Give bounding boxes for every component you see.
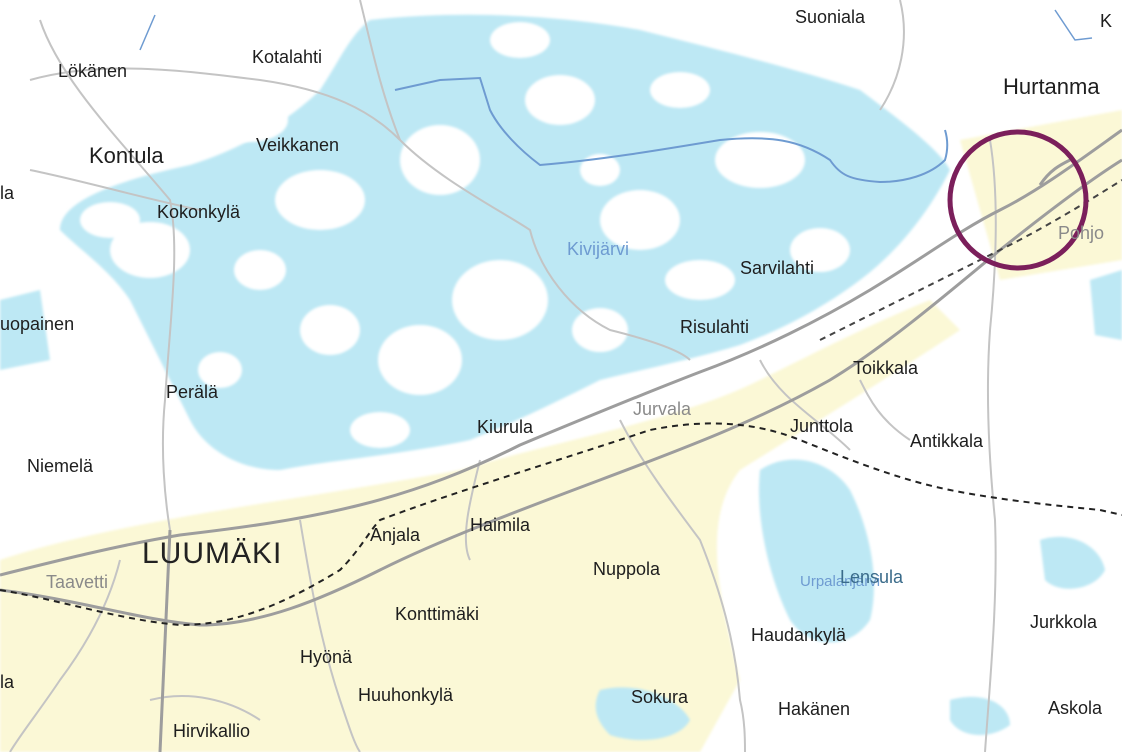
place-label-konttimaki[interactable]: Konttimäki	[395, 604, 480, 624]
place-label-huuhonkyla[interactable]: Huuhonkylä	[358, 685, 454, 705]
place-label-sarvilahti[interactable]: Sarvilahti	[740, 258, 815, 278]
town-label-luumaki[interactable]: LUUMÄKI	[142, 537, 283, 570]
place-label-hurtanma[interactable]: Hurtanma	[1003, 74, 1100, 99]
place-label-risulahti[interactable]: Risulahti	[680, 317, 750, 337]
river	[394, 76, 949, 184]
place-label-uopainen[interactable]: uopainen	[0, 314, 75, 334]
place-label-suoniala[interactable]: Suoniala	[795, 7, 866, 27]
place-label-junttola[interactable]: Junttola	[790, 416, 854, 436]
place-label-toikkala[interactable]: Toikkala	[853, 358, 919, 378]
place-label-taavetti[interactable]: Taavetti	[46, 572, 109, 592]
place-label-jurvala[interactable]: Jurvala	[633, 399, 692, 419]
river-top-right	[1054, 9, 1093, 41]
place-label-kotalahti[interactable]: Kotalahti	[252, 47, 323, 67]
land-patches	[80, 22, 850, 448]
place-label-nuppola[interactable]: Nuppola	[593, 559, 661, 579]
place-label-antikkala[interactable]: Antikkala	[910, 431, 984, 451]
place-label-veikkanen[interactable]: Veikkanen	[256, 135, 340, 155]
lake-label-kivijarvi[interactable]: Kivijärvi	[567, 239, 630, 259]
place-label-k-edge[interactable]: K	[1100, 11, 1113, 31]
river-top	[139, 14, 156, 51]
minor-roads	[9, 0, 997, 752]
circle-marker[interactable]	[947, 129, 1089, 271]
place-label-lensula[interactable]: Lensula	[840, 567, 904, 587]
place-label-perala[interactable]: Perälä	[166, 382, 219, 402]
place-label-niemela[interactable]: Niemelä	[27, 456, 94, 476]
place-label-anjala[interactable]: Anjala	[370, 525, 421, 545]
place-label-hirvikallio[interactable]: Hirvikallio	[173, 721, 251, 741]
place-label-hyona[interactable]: Hyönä	[300, 647, 353, 667]
place-label-kiurula[interactable]: Kiurula	[477, 417, 534, 437]
place-label-kokonkyla[interactable]: Kokonkylä	[157, 202, 241, 222]
place-label-kontula[interactable]: Kontula	[89, 143, 164, 168]
place-label-la-left-lower[interactable]: la	[0, 672, 15, 692]
place-label-haimila[interactable]: Haimila	[470, 515, 531, 535]
place-label-askola[interactable]: Askola	[1048, 698, 1103, 718]
place-label-haudankyla[interactable]: Haudankylä	[751, 625, 847, 645]
place-label-la-left[interactable]: la	[0, 183, 15, 203]
municipal-border	[0, 422, 1122, 627]
lake-label-urpalanjarvi[interactable]: Urpalanjärvi	[800, 573, 881, 590]
place-label-jurkkola[interactable]: Jurkkola	[1030, 612, 1098, 632]
place-label-sokura[interactable]: Sokura	[631, 687, 689, 707]
place-label-lokanen[interactable]: Lökänen	[58, 61, 128, 81]
place-label-hakanen[interactable]: Hakänen	[778, 699, 851, 719]
place-label-pohjo[interactable]: Pohjo	[1058, 223, 1105, 243]
